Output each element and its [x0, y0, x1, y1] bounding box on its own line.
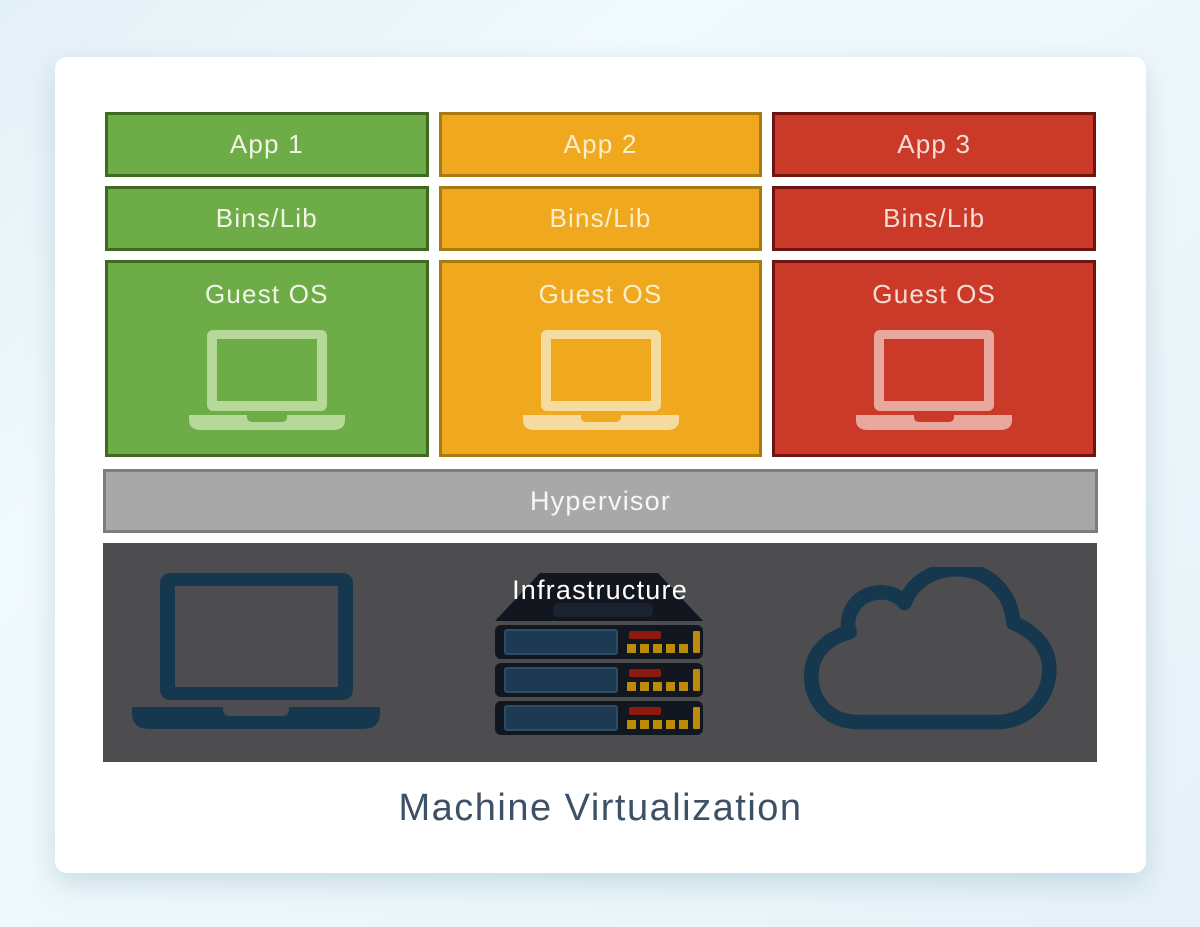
guest-os-label: Guest OS [872, 279, 997, 309]
app2-box: App 2 [438, 112, 763, 177]
laptop-icon [856, 330, 1013, 430]
infrastructure-bar: Infrastructure [103, 543, 1097, 762]
guest-os-box-1: Guest OS [105, 260, 429, 457]
bins-lib-box-3: Bins/Lib [772, 186, 1097, 251]
hypervisor-bar: Hypervisor [103, 469, 1098, 533]
vm-stacks: App 1 Bins/Lib Guest OS App 2 Bins/Lib [105, 112, 1097, 457]
guest-os-box-2: Guest OS [438, 260, 763, 457]
vm-stack-2: App 2 Bins/Lib Guest OS [438, 112, 763, 457]
bins-lib-box-2: Bins/Lib [438, 186, 763, 251]
laptop-icon [522, 330, 679, 430]
app1-box: App 1 [105, 112, 429, 177]
diagram-title: Machine Virtualization [398, 787, 803, 829]
server-stack-icon [495, 573, 703, 735]
vm-stack-3: App 3 Bins/Lib Guest OS [772, 112, 1097, 457]
guest-os-label: Guest OS [204, 279, 329, 309]
bins-lib-box-1: Bins/Lib [105, 186, 429, 251]
cloud-icon [804, 567, 1057, 730]
guest-os-box-3: Guest OS [772, 260, 1097, 457]
diagram-card: App 1 Bins/Lib Guest OS App 2 Bins/Lib [55, 57, 1146, 873]
guest-os-label: Guest OS [538, 279, 663, 309]
laptop-icon [188, 330, 345, 430]
laptop-icon [132, 573, 380, 729]
vm-stack-1: App 1 Bins/Lib Guest OS [105, 112, 429, 457]
app3-box: App 3 [772, 112, 1097, 177]
infrastructure-label: Infrastructure [512, 575, 688, 605]
